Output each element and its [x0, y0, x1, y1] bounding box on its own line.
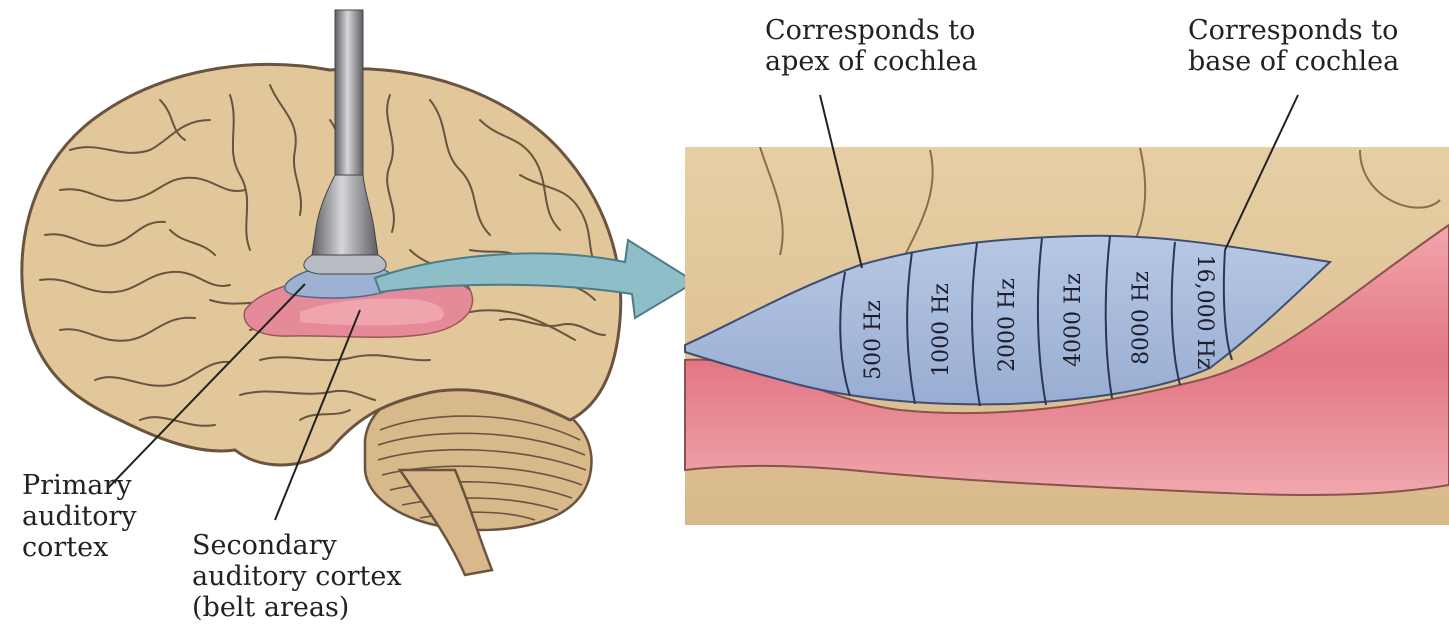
primary-label-line3: cortex	[22, 532, 137, 563]
freq-label-2000: 2000 Hz	[995, 278, 1020, 372]
freq-label-4000: 4000 Hz	[1061, 273, 1086, 367]
primary-label-line2: auditory	[22, 501, 137, 532]
secondary-label-line1: Secondary	[192, 530, 402, 561]
freq-label-16000: 16,000 Hz	[1192, 255, 1217, 370]
base-of-cochlea-label: Corresponds to base of cochlea	[1188, 15, 1399, 77]
secondary-label-line2: auditory cortex	[192, 561, 402, 592]
enlarged-cortex-panel: 500 Hz 1000 Hz 2000 Hz 4000 Hz 8000 Hz 1…	[685, 95, 1449, 525]
apex-label-line1: Corresponds to	[765, 15, 978, 46]
apex-label-line2: apex of cochlea	[765, 46, 978, 77]
secondary-label-line3: (belt areas)	[192, 592, 402, 623]
freq-label-500: 500 Hz	[861, 300, 886, 380]
base-label-line1: Corresponds to	[1188, 15, 1399, 46]
freq-label-8000: 8000 Hz	[1129, 271, 1154, 365]
primary-label-line1: Primary	[22, 470, 137, 501]
freq-label-1000: 1000 Hz	[929, 283, 954, 377]
secondary-auditory-cortex-label: Secondary auditory cortex (belt areas)	[192, 530, 402, 623]
primary-auditory-cortex-label: Primary auditory cortex	[22, 470, 137, 563]
apex-of-cochlea-label: Corresponds to apex of cochlea	[765, 15, 978, 77]
base-label-line2: base of cochlea	[1188, 46, 1399, 77]
